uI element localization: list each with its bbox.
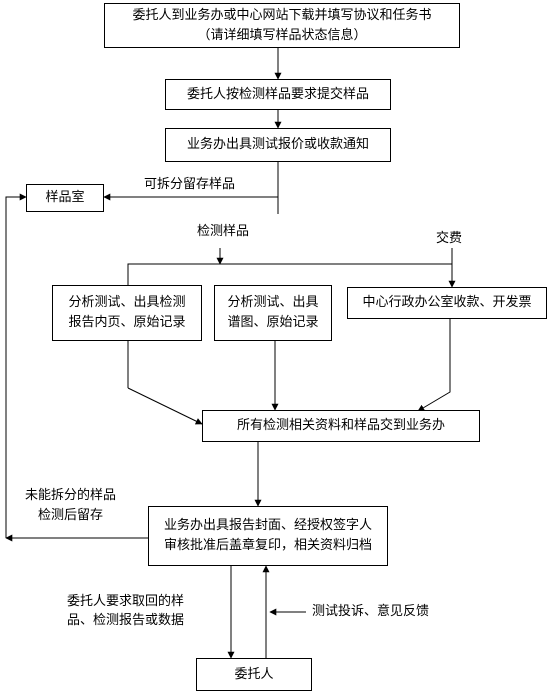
analysis-report-line2: 报告内页、原始记录	[68, 315, 186, 330]
sample-room-text: 样品室	[45, 190, 85, 205]
edge-finance-collect	[417, 319, 451, 412]
analysis-spectrum-box: 分析测试、出具 谱图、原始记录	[214, 285, 332, 341]
sample-room-box: 样品室	[26, 184, 104, 212]
label-retrieve-line1: 委托人要求取回的样	[67, 594, 185, 609]
quote-notice-text: 业务办出具测试报价或收款通知	[186, 137, 369, 152]
submit-sample-box: 委托人按检测样品要求提交样品	[165, 79, 391, 110]
finance-office-text: 中心行政办公室收款、开发票	[362, 295, 532, 310]
edge-report-collect-diag	[127, 387, 203, 425]
edge-unsplit-sample-room	[5, 193, 27, 538]
label-unsplit-line2: 检测后留存	[38, 508, 104, 523]
analysis-report-box: 分析测试、出具检测 报告内页、原始记录	[52, 285, 202, 341]
label-retrieve-line2: 品、检测报告或数据	[67, 613, 185, 628]
client-text: 委托人	[234, 666, 274, 682]
finance-office-box: 中心行政办公室收款、开发票	[347, 287, 547, 319]
download-line1: 委托人到业务办或中心网站下载并填写协议和任务书	[132, 7, 432, 23]
issue-report-box: 业务办出具报告封面、经授权签字人 审核批准后盖章复印，相关资料归档	[148, 506, 388, 566]
label-unsplit-line1: 未能拆分的样品	[25, 488, 117, 503]
collect-materials-box: 所有检测相关资料和样品交到业务办	[202, 410, 480, 442]
collect-materials-text: 所有检测相关资料和样品交到业务办	[236, 418, 445, 433]
submit-sample-text: 委托人按检测样品要求提交样品	[186, 86, 369, 102]
issue-report-line2: 审核批准后盖章复印，相关资料归档	[163, 538, 372, 553]
download-agreement-box: 委托人到业务办或中心网站下载并填写协议和任务书 （请详细填写样品状态信息）	[104, 3, 460, 48]
issue-report-line1: 业务办出具报告封面、经授权签字人	[163, 518, 372, 533]
label-pay: 交费	[436, 231, 463, 246]
analysis-spectrum-line1: 分析测试、出具	[227, 295, 319, 310]
analysis-report-line1: 分析测试、出具检测	[68, 295, 186, 310]
label-split-keep: 可拆分留存样品	[144, 177, 236, 192]
edge-to-analysis	[127, 263, 456, 288]
label-test-sample: 检测样品	[197, 224, 250, 239]
client-box: 委托人	[196, 658, 312, 691]
analysis-spectrum-line2: 谱图、原始记录	[227, 315, 319, 330]
quote-notice-box: 业务办出具测试报价或收款通知	[165, 128, 391, 162]
label-feedback: 测试投诉、意见反馈	[312, 604, 430, 619]
download-line2: （请详细填写样品状态信息）	[197, 27, 367, 43]
